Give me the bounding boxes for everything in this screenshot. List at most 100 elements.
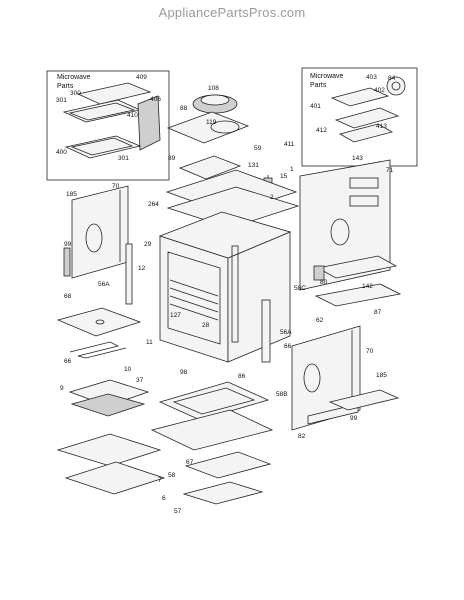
blower-housing xyxy=(166,111,250,144)
door-glass-frame xyxy=(158,381,270,421)
trim-strip-left xyxy=(63,247,71,277)
callout-80: 80 xyxy=(320,279,328,286)
blower-motor-top xyxy=(200,94,230,106)
blower-wheel xyxy=(210,120,240,134)
rack-slot-2 xyxy=(169,287,219,305)
oven-bottom-panel xyxy=(56,307,142,337)
inset-title-left-1: Microwave xyxy=(57,74,91,81)
callout-89: 89 xyxy=(168,155,176,162)
callout-406: 406 xyxy=(150,96,161,103)
callout-70: 70 xyxy=(112,183,120,190)
left-components xyxy=(56,307,166,495)
callout-300: 300 xyxy=(70,90,81,97)
callout-99: 99 xyxy=(64,241,72,248)
callout-143: 143 xyxy=(352,155,363,162)
microwave-top-panel xyxy=(76,82,152,105)
inset-microwave-parts-left: Microwave Parts xyxy=(46,70,170,181)
callout-87: 87 xyxy=(374,309,382,316)
callout-402: 402 xyxy=(374,87,385,94)
callout-99-b: 99 xyxy=(350,415,358,422)
callout-301-b: 301 xyxy=(118,155,129,162)
callout-127: 127 xyxy=(170,312,181,319)
terminal-bracket xyxy=(316,255,398,279)
microwave-support xyxy=(338,123,394,143)
callout-57: 57 xyxy=(174,508,182,515)
callout-108: 108 xyxy=(208,85,219,92)
callout-142: 142 xyxy=(362,283,373,290)
callout-88: 88 xyxy=(180,105,188,112)
callout-1: 1 xyxy=(290,166,294,173)
rack-slot-1 xyxy=(169,279,219,297)
inset-microwave-parts-right: Microwave Parts xyxy=(301,67,418,167)
callout-2: 2 xyxy=(270,194,274,201)
watermark: AppliancePartsPros.com xyxy=(158,5,306,20)
bottom-components xyxy=(150,381,400,505)
oven-cavity xyxy=(158,169,300,363)
callout-86: 86 xyxy=(238,373,246,380)
back-panel-cutout xyxy=(330,218,350,246)
drawer-tray xyxy=(182,481,264,505)
callout-68: 68 xyxy=(64,293,72,300)
callout-401: 401 xyxy=(310,103,321,110)
callout-264: 264 xyxy=(148,201,159,208)
callout-12: 12 xyxy=(138,265,146,272)
callout-58B: 58B xyxy=(276,391,288,398)
callout-59: 59 xyxy=(254,145,262,152)
callout-411: 411 xyxy=(284,141,295,148)
callout-412: 412 xyxy=(316,127,327,134)
back-panel xyxy=(299,159,402,307)
left-side-panel xyxy=(63,185,133,305)
callout-301: 301 xyxy=(56,97,67,104)
callout-400: 400 xyxy=(56,149,67,156)
microwave-side-grille xyxy=(137,95,161,151)
callout-66: 66 xyxy=(64,358,72,365)
callout-58C: 58C xyxy=(294,285,306,292)
terminal-block xyxy=(313,265,325,281)
callout-410: 410 xyxy=(127,112,138,119)
callout-413: 413 xyxy=(376,123,387,130)
callout-56A: 56A xyxy=(98,281,110,288)
callout-66-b: 66 xyxy=(284,343,292,350)
inset-title-right-2: Parts xyxy=(310,82,327,89)
callout-28: 28 xyxy=(202,322,210,329)
callout-29: 29 xyxy=(144,241,152,248)
callout-58: 58 xyxy=(168,472,176,479)
callout-131: 131 xyxy=(248,162,259,169)
front-trim-left xyxy=(125,243,133,305)
oven-opening xyxy=(167,251,221,345)
callout-71: 71 xyxy=(386,167,394,174)
callout-15: 15 xyxy=(280,173,288,180)
callout-82: 82 xyxy=(298,433,306,440)
back-panel-main xyxy=(299,159,391,291)
callout-56A-b: 56A xyxy=(280,329,292,336)
callout-403: 403 xyxy=(366,74,377,81)
vent-trim xyxy=(328,389,400,411)
front-trim-right xyxy=(261,299,271,363)
callout-labels: 409 300 301 406 410 400 301 108 88 119 5… xyxy=(56,74,396,515)
microwave-bottom-inner xyxy=(70,137,134,156)
callout-10: 10 xyxy=(124,366,132,373)
rack-slot-3 xyxy=(169,295,219,313)
cavity-top-face xyxy=(158,211,292,259)
bake-element xyxy=(69,341,127,359)
microwave-fan-detail xyxy=(386,76,406,96)
microwave-bracket xyxy=(330,87,390,107)
callout-70-b: 70 xyxy=(366,348,374,355)
thermostat-plate xyxy=(178,155,242,180)
callout-98: 98 xyxy=(180,369,188,376)
drawer-front xyxy=(184,451,272,479)
callout-67: 67 xyxy=(186,459,194,466)
callout-9: 9 xyxy=(60,385,64,392)
inset-title-left-2: Parts xyxy=(57,83,74,90)
callout-185: 185 xyxy=(66,191,77,198)
microwave-frame-inner xyxy=(68,102,136,121)
oven-rack-1 xyxy=(56,433,162,467)
door-glass xyxy=(172,387,256,415)
inset-frame-left xyxy=(46,70,170,181)
callout-84: 84 xyxy=(388,75,396,82)
bottom-panel-hole xyxy=(95,319,105,325)
back-panel-vent-1 xyxy=(349,177,379,189)
callout-62: 62 xyxy=(316,317,324,324)
callout-7: 7 xyxy=(158,477,162,484)
oven-rack-2 xyxy=(64,461,166,495)
